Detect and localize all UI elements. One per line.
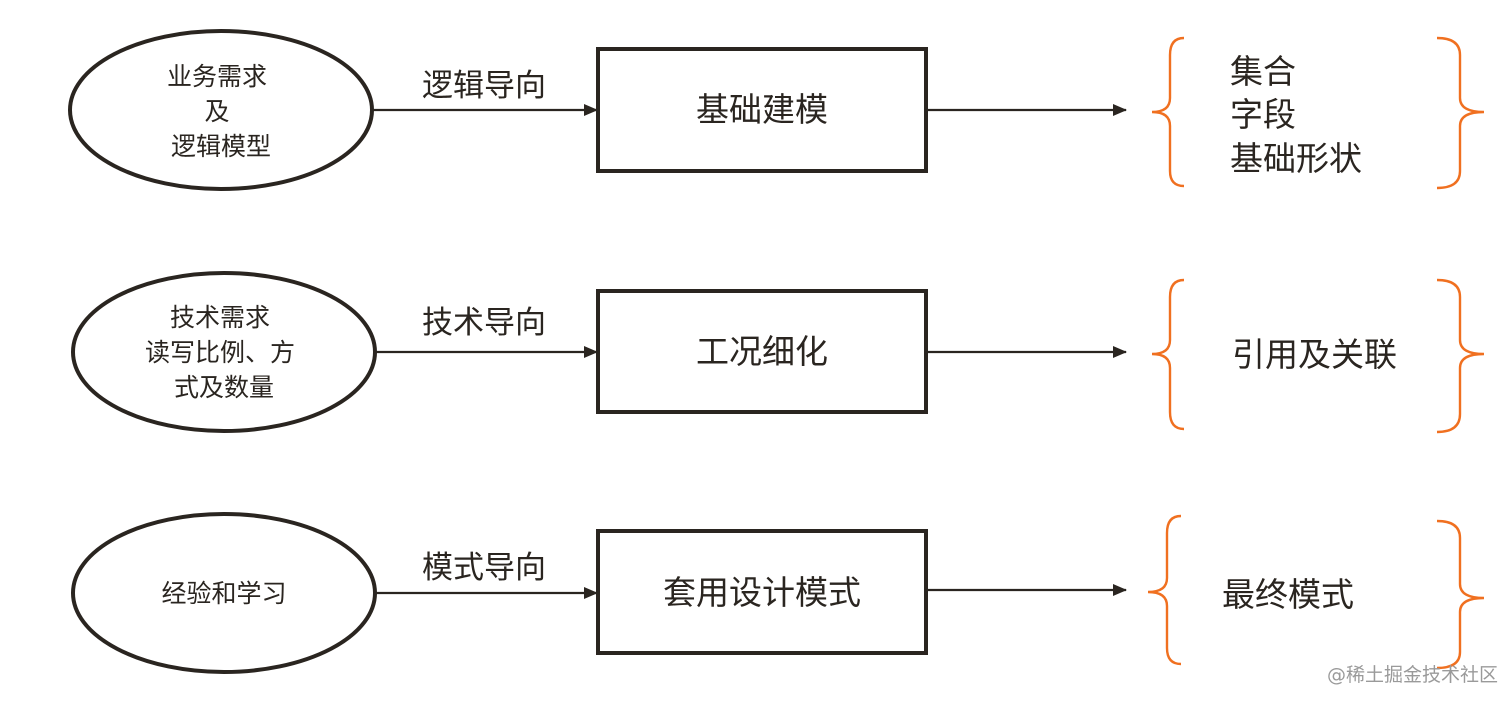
result-line-1-3: 基础形状 xyxy=(1230,139,1362,178)
input-line-1-3: 逻辑模型 xyxy=(171,132,271,161)
right-brace-3 xyxy=(1436,519,1485,670)
step-box-3 xyxy=(596,529,928,655)
flow-row-3: 经验和学习 模式导向 套用设计模式 最终模式 xyxy=(71,512,1485,674)
left-brace-3 xyxy=(1147,514,1182,666)
input-line-2-1: 技术需求 xyxy=(170,303,270,332)
input-text-2: 技术需求 读写比例、方 式及数量 xyxy=(145,303,303,402)
right-brace-1 xyxy=(1436,36,1485,190)
result-text-2: 引用及关联 xyxy=(1232,335,1397,374)
result-text-3: 最终模式 xyxy=(1222,575,1354,614)
guide-label-3: 模式导向 xyxy=(422,550,546,586)
step-box-1 xyxy=(596,47,928,173)
result-line-1-1: 集合 xyxy=(1230,52,1296,91)
input-line-2-3: 式及数量 xyxy=(174,373,274,402)
left-brace-2 xyxy=(1151,278,1185,431)
input-line-1-2: 及 xyxy=(205,97,230,126)
guide-label-1: 逻辑导向 xyxy=(422,68,546,104)
guide-label-2: 技术导向 xyxy=(422,305,546,341)
step-label-3: 套用设计模式 xyxy=(663,573,861,612)
flow-row-1: 业务需求 及 逻辑模型 逻辑导向 基础建模 集合 字段 基础形状 xyxy=(68,29,1485,191)
step-label-1: 基础建模 xyxy=(696,90,828,129)
input-text-1: 业务需求 及 逻辑模型 xyxy=(167,62,275,161)
result-text-1: 集合 字段 基础形状 xyxy=(1230,52,1362,178)
left-brace-1 xyxy=(1151,36,1185,188)
step-label-2: 工况细化 xyxy=(696,332,828,371)
right-brace-2 xyxy=(1436,278,1485,434)
watermark: @稀土掘金技术社区 xyxy=(1326,664,1498,686)
input-line-2-2: 读写比例、方 xyxy=(145,338,295,367)
result-line-1-2: 字段 xyxy=(1230,95,1296,134)
input-line-1-1: 业务需求 xyxy=(167,62,267,91)
flow-row-2: 技术需求 读写比例、方 式及数量 技术导向 工况细化 引用及关联 xyxy=(71,271,1485,434)
input-text-3: 经验和学习 xyxy=(161,579,286,608)
step-box-2 xyxy=(596,289,928,414)
